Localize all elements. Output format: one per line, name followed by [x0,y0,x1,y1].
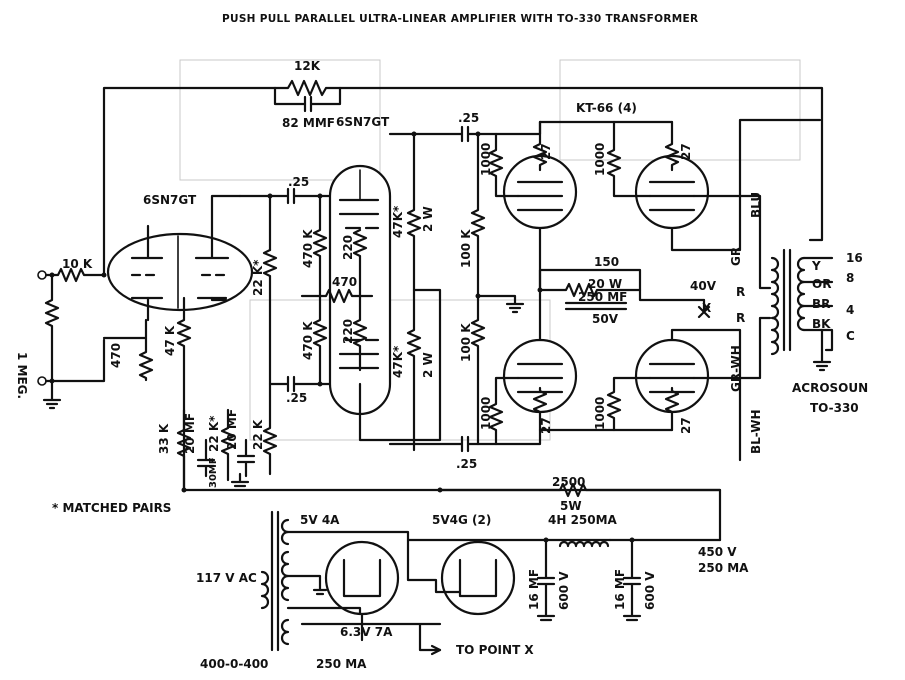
tap-y-label: Y [811,259,821,273]
resistor-1000-c-label: 1000 [479,397,493,430]
input-resistor-label: 10 K [62,257,93,271]
wire-r2-label: R [736,311,745,325]
hv-winding-label: 400-0-400 [200,657,268,671]
resistor-1000-d-label: 1000 [593,397,607,430]
coupling-cap-d-label: .25 [456,457,477,471]
resistor-470k-a-label: 470 K [301,229,315,268]
feedback-resistor-label: 12K [294,59,321,73]
grid-resistor-label: 1 MEG. [15,352,29,399]
input-tube-label: 6SN7GT [143,193,197,207]
driver-tube-label: 6SN7GT [336,115,390,129]
tap-or-label: OR [812,277,831,291]
junction-dots [49,131,635,543]
wire-gr-label: GR [729,247,743,266]
hv-current-label: 250 MA [316,657,367,671]
filter-cap-a-volt-label: 600 V [557,571,571,610]
resistor-100k-a-label: 100 K [459,229,473,268]
resistor-47k-b-label: 47K* [391,345,405,378]
bias-resistor-watt-label: 20 W [588,277,622,291]
input-tube-6sn7gt [106,232,254,312]
point-x-label: X [702,301,712,315]
driver-stage: .25 22 K* .25 6SN7GT 470 K 470 K 220 220… [238,111,542,471]
grid-stopper-27-c-label: 27 [539,417,553,434]
power-supply: 117 V AC 5V 4A 5V4G (2) 4H 250MA 450 V 2… [196,510,749,671]
resistor-2500-label: 2500 [552,475,585,489]
choke-label: 4H 250MA [548,513,618,527]
resistor-220-b-label: 220 [341,319,355,344]
cap-20mf-a-label: 20 MF [183,413,197,454]
wire-blu-label: BLU [749,192,763,218]
feedback-network: 12K 82 MMF [102,59,824,276]
tap-16-label: 16 [846,251,863,265]
cap-20mf-b-label: 20 MF [225,409,239,450]
tap-bk-label: BK [812,317,831,331]
wire-grwh-label: GR-WH [729,345,743,392]
resistor-470k-b-label: 470 K [301,321,315,360]
resistor-33k-label: 33 K [157,423,171,454]
rectifier-tube-1 [324,540,400,616]
output-tubes-label: KT-66 (4) [576,101,637,115]
wire-blwh-label: BL-WH [749,409,763,454]
cap-30mf-label: 30MF [208,457,219,488]
rectifier-tube-2 [440,540,516,616]
resistor-470-mid-label: 470 [332,275,357,289]
grid-stopper-27-a-label: 27 [539,143,553,160]
matched-pairs-note: * MATCHED PAIRS [52,501,171,515]
filter-cap-a-label: 16 MF [527,569,541,610]
filter-cap-b-label: 16 MF [613,569,627,610]
coupling-cap-c-label: .25 [458,111,479,125]
plate-resistor-label: 47 K [163,325,177,356]
resistor-220-a-label: 220 [341,235,355,260]
heater-label: 6.3V 7A [340,625,393,639]
tap-br-label: BR [812,297,830,311]
cathode-resistor-label: 470 [109,343,123,368]
coupling-cap-a-label: .25 [288,175,309,189]
coupling-cap-b-label: .25 [286,391,307,405]
b-plus-current-label: 250 MA [698,561,749,575]
output-stage: KT-66 (4) 27 27 1000 1000 27 27 1000 100… [479,101,868,462]
mains-label: 117 V AC [196,571,257,585]
tap-4-label: 4 [846,303,854,317]
feedback-cap-label: 82 MMF [282,116,335,130]
xfmr-model-label: TO-330 [810,401,859,415]
rectifier-tubes-label: 5V4G (2) [432,513,491,527]
grid-stopper-27-d-label: 27 [679,417,693,434]
bias-cap-label: 250 MF [578,290,627,304]
resistor-22k-c-label: 22 K [251,419,265,450]
resistor-47k-a-label: 47K* [391,205,405,238]
bias-resistor-label: 150 [594,255,619,269]
resistor-1000-b-label: 1000 [593,143,607,176]
resistor-47k-a-watt-label: 2 W [421,206,435,232]
resistor-22k-top-label: 22 K* [251,259,265,296]
bias-40v-label: 40V [690,279,717,293]
decoupling-network: 33 K 20 MF 22 K* 20 MF 22 K 30MF 2500 5W… [52,382,722,542]
rect-filament-label: 5V 4A [300,513,340,527]
tap-8-label: 8 [846,271,854,285]
resistor-5w-label: 5W [560,499,582,513]
bias-voltage-label: 50V [592,312,619,326]
xfmr-make-label: ACROSOUN [792,381,868,395]
b-plus-voltage-label: 450 V [698,545,737,559]
resistor-22k-b-label: 22 K* [207,415,221,452]
resistor-1000-a-label: 1000 [479,143,493,176]
output-transformer [770,248,834,372]
wire-r1-label: R [736,285,745,299]
diagram-title: PUSH PULL PARALLEL ULTRA-LINEAR AMPLIFIE… [222,13,698,25]
grid-stopper-27-b-label: 27 [679,143,693,160]
resistor-47k-b-watt-label: 2 W [421,352,435,378]
filter-cap-b-volt-label: 600 V [643,571,657,610]
to-point-x-label: TO POINT X [456,643,534,657]
input-stage: 10 K 1 MEG. 6SN7GT 470 47 K [15,193,254,492]
tap-c-label: C [846,329,855,343]
resistor-100k-b-label: 100 K [459,323,473,362]
